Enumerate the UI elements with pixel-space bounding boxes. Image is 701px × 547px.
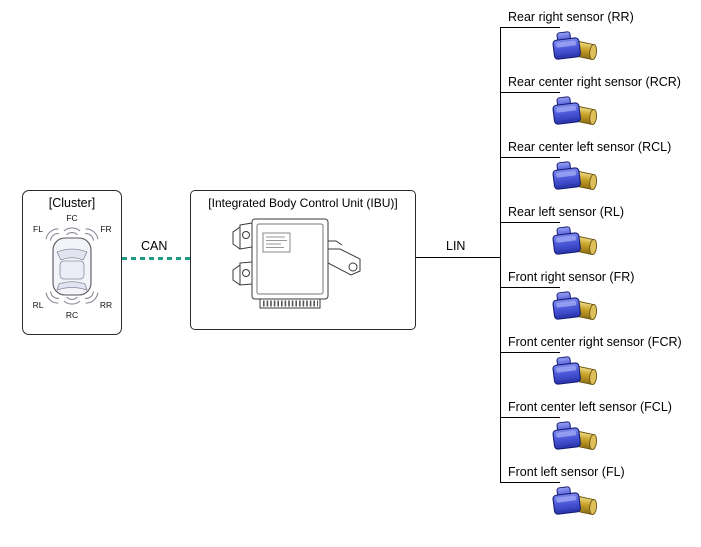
ultrasonic-sensor-icon [551,30,598,61]
ultrasonic-sensor-icon [551,290,598,321]
car-label-fl: FL [33,224,43,234]
car-label-rc: RC [66,310,78,320]
cluster-box: [Cluster] [22,190,122,335]
car-label-fc: FC [66,213,77,223]
ibu-module-drawing [232,218,361,309]
car-label-rr: RR [100,300,112,310]
sensor-group-fr: Front right sensor (FR) [500,270,700,332]
sensor-branch-line [500,92,560,93]
sensor-label: Rear left sensor (RL) [508,205,625,219]
cluster-title: [Cluster] [48,196,96,210]
sensor-group-fcl: Front center left sensor (FCL) [500,400,700,462]
ultrasonic-sensor-icon [551,420,598,451]
ultrasonic-sensor-icon [551,485,598,516]
ultrasonic-sensor-icon [551,225,598,256]
sensor-branch-line [500,352,560,353]
sensor-branch-line [500,417,560,418]
lin-bus-label: LIN [444,239,468,253]
can-bus-label: CAN [139,239,170,253]
can-bus-line [122,257,190,260]
sensor-label: Front left sensor (FL) [508,465,625,479]
sensor-branch-line [500,482,560,483]
sensor-label: Front center left sensor (FCL) [508,400,672,414]
sensor-group-rl: Rear left sensor (RL) [500,205,700,267]
ibu-title: [Integrated Body Control Unit (IBU)] [208,196,398,210]
sensor-label: Rear center left sensor (RCL) [508,140,672,154]
sensor-group-fcr: Front center right sensor (FCR) [500,335,700,397]
ibu-box: [Integrated Body Control Unit (IBU)] [190,190,416,330]
car-windshield [56,248,88,261]
sensor-group-rcl: Rear center left sensor (RCL) [500,140,700,202]
ultrasonic-sensor-icon [551,95,598,126]
sensor-label: Front right sensor (FR) [508,270,635,284]
sensor-group-fl: Front left sensor (FL) [500,465,700,527]
ultrasonic-sensor-icon [551,160,598,191]
sensor-branch-line [500,157,560,158]
sensor-branch-line [500,222,560,223]
car-label-fr: FR [100,224,111,234]
car-roof [59,260,85,280]
car-label-rl: RL [33,300,44,310]
sensor-label: Front center right sensor (FCR) [508,335,682,349]
sensor-label: Rear right sensor (RR) [508,10,634,24]
sensor-branch-line [500,27,560,28]
car-rear-window [56,281,88,291]
car-top-view: FL FC FR RL RC RR [33,213,113,320]
lin-bus-line [416,257,501,258]
sensor-branch-line [500,287,560,288]
ultrasonic-sensor-icon [551,355,598,386]
sensor-group-rcr: Rear center right sensor (RCR) [500,75,700,137]
sensor-label: Rear center right sensor (RCR) [508,75,681,89]
lin-bus-trunk [500,27,501,483]
sensor-group-rr: Rear right sensor (RR) [500,10,700,72]
